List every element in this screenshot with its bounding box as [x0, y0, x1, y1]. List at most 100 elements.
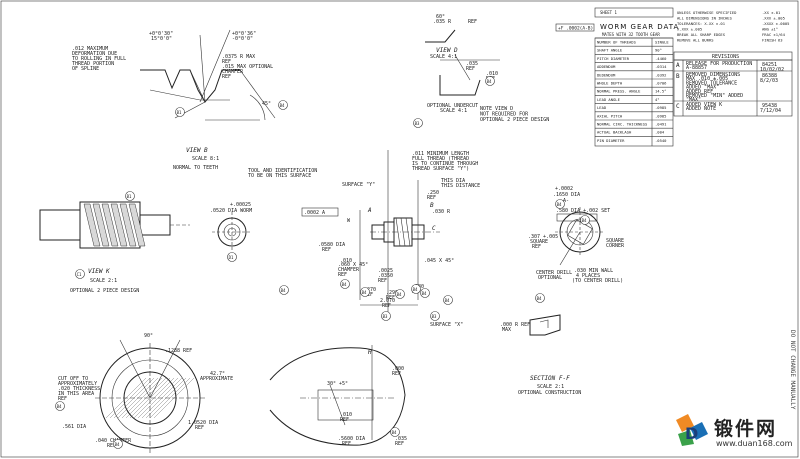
callout-balloon-label: B4: [57, 404, 62, 409]
revision-date: 10/02/02: [760, 67, 784, 73]
table-subtitle: MATES WITH 32 TOOTH GEAR: [602, 32, 660, 37]
revision-text: ADDED NOTE: [686, 106, 716, 112]
dim-2070: 2.070: [380, 298, 395, 304]
table-row-value: .0985: [655, 113, 666, 118]
chamfer-note-line: .015 MAX OPTIONAL: [222, 64, 273, 70]
view-d-dim-3: .010: [486, 71, 498, 77]
general-note-line: REMOVE ALL BURRS: [677, 38, 714, 43]
small-block-1: .000 R REF: [500, 322, 530, 328]
view-d-optional-scale: SCALE 4:1: [440, 108, 467, 114]
general-note-line: ALL DIMENSIONS IN INCHES: [677, 16, 733, 21]
worm-tooth: [128, 203, 146, 247]
revision-text: RELEASE FOR PRODUCTION: [686, 61, 752, 67]
section-scale: SCALE 2:1: [537, 384, 564, 390]
dim-250: .250: [427, 190, 439, 196]
table-row-value: .004: [655, 130, 665, 135]
small-block-2: MAX: [502, 327, 511, 333]
gear-note-line: IN THIS AREA: [58, 391, 94, 397]
callout-balloon-label: B4: [280, 103, 285, 108]
callout-balloon: [580, 215, 590, 225]
callout-balloon: [420, 288, 430, 298]
min-length-note-line: IS TO CONTINUE THROUGH: [412, 161, 478, 167]
table-row-value: .4460: [655, 56, 667, 61]
watermark-url: www.duan168.com: [716, 439, 793, 448]
chamfer-note-line: REF: [222, 74, 231, 80]
bottom-angle: 30° +5°: [327, 381, 348, 387]
center-dim-label: CHAMFER: [338, 267, 360, 273]
revision-date: 8/2/03: [760, 78, 778, 84]
revision-ecn: 84251: [762, 62, 777, 68]
revision-text: MAX .010 ±.005: [686, 76, 728, 82]
gear-view: [95, 339, 205, 453]
gear-note-line: REF: [58, 396, 67, 402]
center-drill-2: OPTIONAL: [538, 275, 562, 281]
top-left-note-line: DEFORMATION DUE: [72, 51, 117, 57]
revision-text: "MAX": [686, 97, 701, 103]
gear-angle: 90°: [144, 333, 153, 339]
top-left-note-line: THREAD PORTION: [72, 61, 114, 67]
table-row-label: SHAFT ANGLE: [597, 48, 623, 53]
callout-balloon-label: D1: [229, 255, 234, 260]
callout-balloon-label: B4: [487, 79, 492, 84]
callout-balloon-label: B1: [177, 110, 182, 115]
revision-letter: B: [676, 73, 680, 80]
callout-balloon-label: B4: [422, 291, 427, 296]
watermark-cn: 锻件网: [714, 418, 778, 440]
view-d-r: .035 R: [433, 19, 452, 25]
tolerance-note-line: ANG ±1°: [762, 27, 778, 32]
bottom-letter-h: H: [367, 349, 372, 356]
view-k-note: OPTIONAL 2 PIECE DESIGN: [70, 288, 139, 294]
table-header-small: SHEET 1: [600, 10, 617, 15]
callout-balloon: [360, 287, 370, 297]
tolerance-note-line: .XXX ±.005: [762, 16, 785, 21]
table-row-label: NORMAL CIRC. THICKNESS: [597, 122, 648, 127]
right-tol-3: -A-: [560, 198, 569, 204]
spline-detail: [140, 29, 276, 121]
revision-text: A-88857: [686, 65, 707, 71]
note-view-d-line: NOT REQUIRED FOR: [480, 112, 529, 118]
revision-date: 7/12/04: [760, 108, 781, 114]
worm-tooth: [101, 203, 119, 247]
callout-balloon-label: B4: [281, 288, 286, 293]
callout-balloon: [413, 118, 423, 128]
callout-balloon: [113, 439, 123, 449]
section-label: SECTION F-F: [530, 375, 570, 382]
gear-approx-1: 42.7°: [210, 371, 225, 377]
worm-tooth: [110, 203, 128, 247]
table-row-value: .0706: [655, 81, 667, 86]
callout-balloon-label: B4: [413, 287, 418, 292]
center-dim-label: REF: [378, 278, 387, 284]
square-note-1: .307 +.005: [528, 234, 558, 240]
table-row-label: WHOLE DEPTH: [597, 81, 623, 86]
callout-balloon: [227, 252, 237, 262]
center-dim-label: .290: [386, 290, 398, 296]
right-tol-1: +.0002: [555, 186, 573, 192]
letter-b: B: [430, 202, 434, 209]
min-wall-2: 4 PLACES: [576, 273, 600, 279]
center-dim-label: REF: [338, 272, 347, 278]
chamfer-note-line: .0375 R MAX: [222, 54, 255, 60]
bottom-dim-3: .5600 DIA: [338, 436, 365, 442]
table-row-value: .0985: [655, 105, 666, 110]
flag-box: [555, 23, 595, 32]
view-d: [425, 29, 500, 96]
table-row-label: PIN DIAMETER: [597, 138, 625, 143]
svg-text:D: D: [685, 424, 698, 443]
tol-box: [301, 207, 339, 217]
callout-balloon-label: B4: [557, 202, 562, 207]
table-row-label: DEDENDUM: [597, 72, 616, 77]
callout-balloon-label: B4: [537, 296, 542, 301]
view-k-scale: SCALE 2:1: [90, 278, 117, 284]
worm-tooth: [83, 203, 101, 247]
square-corner-1: SQUARE: [606, 238, 624, 244]
angle-label-1: +0°0'30": [149, 31, 173, 37]
callout-balloon: [75, 269, 85, 279]
bottom-dim-5: .035: [395, 436, 407, 442]
callout-balloon: [278, 100, 288, 110]
chamfer-note-line: CHAMFER: [222, 69, 244, 75]
gear-note-line: .020 THICKNESS: [58, 386, 100, 392]
